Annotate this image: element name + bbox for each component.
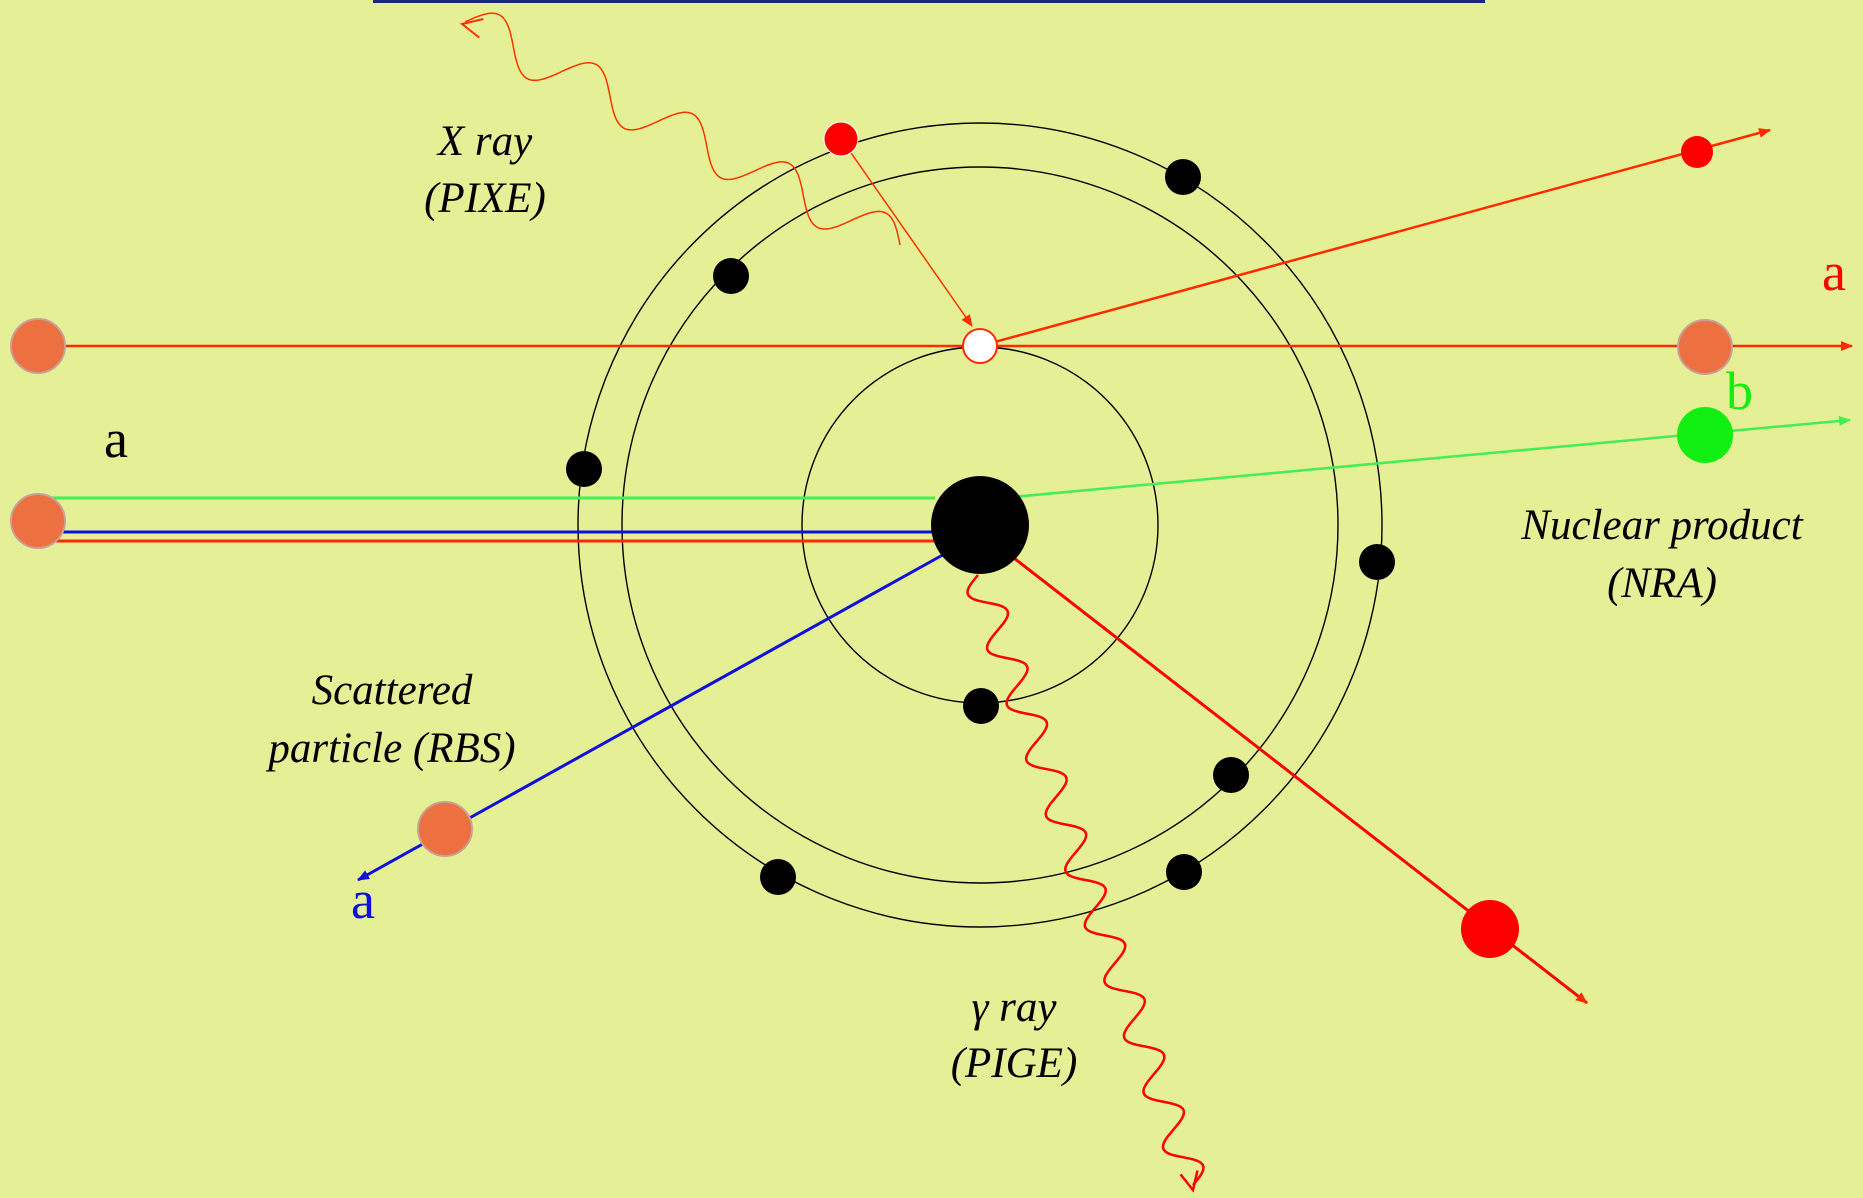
nra-label-abbr: (NRA) [1607,560,1717,607]
gamma-label-abbr: (PIGE) [951,1040,1078,1087]
electrons [566,159,1395,895]
vacancy-icon [962,328,998,364]
transmitted-projectile-icon [1677,319,1733,375]
xray-arrowhead [459,18,484,39]
recoil-particle-icon [1461,900,1519,958]
transmitted-particle-label: a [1822,242,1846,302]
nra-label: Nuclear product [1520,502,1804,549]
nra-product-icon [1677,407,1733,463]
nucleus-icon [931,476,1029,574]
gamma-wave [966,574,1205,1186]
ejected-electron-path [979,128,1771,348]
projectile-icon [10,493,66,549]
nra-product-symbol: b [1726,361,1753,421]
rbs-label-abbr: particle (RBS) [265,725,515,772]
electron-icon [566,451,602,487]
electron-icon [1166,854,1202,890]
xray-label: X ray [436,118,533,165]
electron-icon [1165,159,1201,195]
transition-electron-icon [823,121,859,157]
gamma-label: γ ray [971,984,1057,1031]
electron-icon [1359,544,1395,580]
xray-label-abbr: (PIXE) [424,175,546,222]
rbs-label: Scattered [312,667,473,714]
electron-icon [1213,757,1249,793]
shell-middle [621,166,1339,884]
projectile-icon [10,318,66,374]
electron-transition-arrow [841,139,973,327]
electron-icon [760,859,796,895]
incident-particle-label: a [104,409,128,469]
scattered-particle-label: a [351,870,375,930]
gamma-arrowhead [1179,1170,1199,1193]
scattered-projectile-icon [417,801,473,857]
ejected-electron-icon [1681,136,1713,168]
electron-icon [963,688,999,724]
shell-outer [577,122,1383,928]
electron-icon [713,258,749,294]
xray-wave [464,12,901,246]
